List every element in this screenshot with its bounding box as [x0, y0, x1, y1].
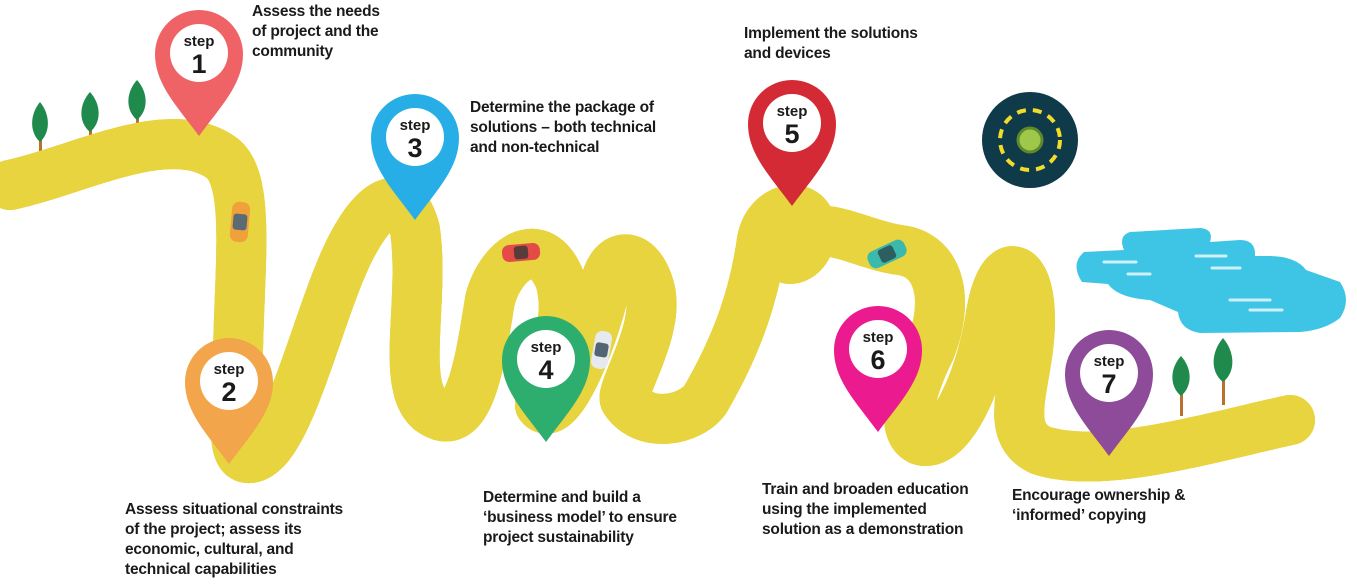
- pin-inner-circle: [170, 24, 228, 82]
- step-word: step: [1094, 353, 1125, 370]
- trees-left: [32, 80, 146, 158]
- roundabout: [982, 92, 1078, 188]
- tree-icon: [1172, 356, 1190, 416]
- step-number: 3: [407, 133, 422, 163]
- step-5-caption: Implement the solutions and devices: [744, 24, 918, 64]
- step-number: 6: [870, 345, 885, 375]
- caption-line: Assess the needs: [252, 3, 380, 20]
- pin-inner-circle: [200, 352, 258, 410]
- pin-inner-circle: [849, 320, 907, 378]
- caption-line: ‘informed’ copying: [1012, 507, 1147, 524]
- step-number: 7: [1101, 369, 1116, 399]
- caption-line: ‘business model’ to ensure: [483, 509, 677, 526]
- step-6-caption: Train and broaden education using the im…: [762, 480, 969, 540]
- caption-line: solution as a demonstration: [762, 521, 964, 538]
- step-3-caption: Determine the package of solutions – bot…: [470, 98, 656, 158]
- caption-line: Determine the package of: [470, 99, 654, 116]
- caption-line: Assess situational constraints: [125, 501, 343, 518]
- pin-inner-circle: [517, 330, 575, 388]
- cars: [229, 201, 907, 369]
- caption-line: Encourage ownership &: [1012, 487, 1186, 504]
- step-number: 5: [784, 119, 799, 149]
- pin-inner-circle: [1080, 344, 1138, 402]
- pond: [1076, 228, 1346, 333]
- tree-icon: [81, 92, 99, 144]
- tree-icon: [128, 80, 146, 135]
- caption-line: Train and broaden education: [762, 481, 969, 498]
- step-word: step: [531, 339, 562, 356]
- tree-icon: [32, 102, 48, 158]
- step-word: step: [777, 103, 808, 120]
- car-icon: [590, 330, 613, 369]
- pin-inner-circle: [386, 108, 444, 166]
- caption-line: of project and the: [252, 23, 379, 40]
- caption-line: using the implemented: [762, 501, 927, 518]
- caption-line: solutions – both technical: [470, 119, 656, 136]
- step-word: step: [214, 361, 245, 378]
- caption-line: community: [252, 43, 333, 60]
- caption-line: and non-technical: [470, 139, 600, 156]
- step-word: step: [400, 117, 431, 134]
- step-number: 1: [191, 49, 206, 79]
- caption-line: Determine and build a: [483, 489, 641, 506]
- step-1-caption: Assess the needs of project and the comm…: [252, 2, 380, 62]
- step-number: 2: [221, 377, 236, 407]
- car-icon: [501, 242, 541, 263]
- step-word: step: [184, 33, 215, 50]
- caption-line: project sustainability: [483, 529, 634, 546]
- caption-line: Implement the solutions: [744, 25, 918, 42]
- car-icon: [229, 201, 251, 243]
- step-4-caption: Determine and build a ‘business model’ t…: [483, 488, 677, 548]
- trees-right: [1172, 338, 1233, 416]
- caption-line: of the project; assess its: [125, 521, 302, 538]
- car-icon: [867, 239, 907, 269]
- pin-inner-circle: [763, 94, 821, 152]
- caption-line: economic, cultural, and: [125, 541, 294, 558]
- tree-icon: [1213, 338, 1233, 405]
- step-number: 4: [538, 355, 553, 385]
- step-word: step: [863, 329, 894, 346]
- step-7-caption: Encourage ownership & ‘informed’ copying: [1012, 486, 1185, 526]
- road: [0, 144, 1315, 458]
- caption-line: and devices: [744, 45, 831, 62]
- caption-line: technical capabilities: [125, 561, 277, 578]
- step-2-caption: Assess situational constraints of the pr…: [125, 500, 343, 580]
